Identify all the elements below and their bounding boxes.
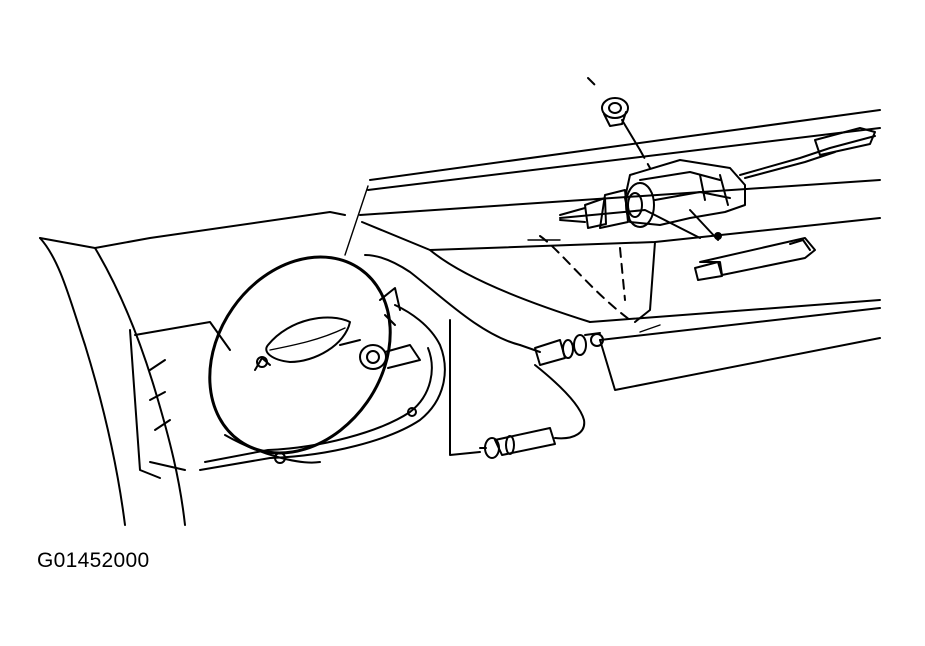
fuel-door-pocket: [199, 287, 446, 471]
fuel-filler-door: [208, 255, 392, 464]
grommet: [587, 77, 651, 169]
trunk-panel: [359, 109, 881, 391]
figure-code-label: G01452000: [37, 549, 150, 572]
release-actuator: [559, 127, 876, 241]
quarter-panel: [39, 211, 346, 526]
release-cable: [364, 254, 586, 456]
door-leader-line: [344, 185, 369, 256]
cable-connector-lower: [479, 427, 556, 459]
trunk-handle: [694, 237, 816, 281]
cable-connector-upper: [534, 332, 604, 366]
